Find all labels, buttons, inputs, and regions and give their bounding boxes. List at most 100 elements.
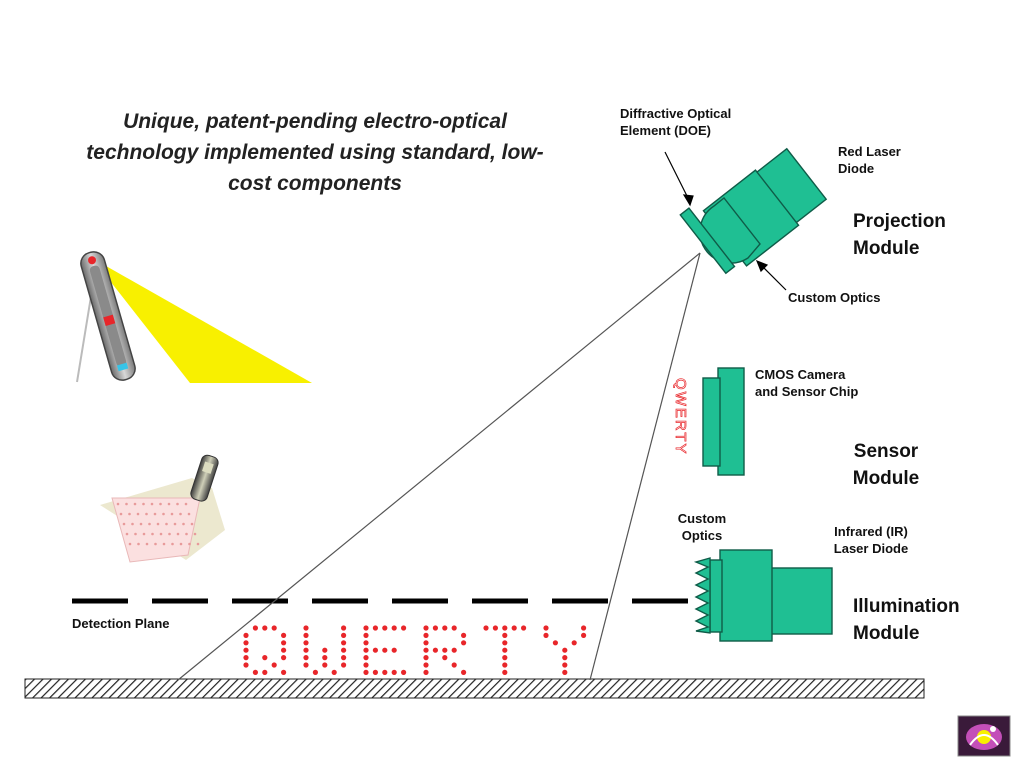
qwerty-dot: [303, 662, 309, 668]
sensor-chip-block: [702, 377, 721, 467]
qwerty-dot: [281, 632, 287, 639]
qwerty-dot: [511, 625, 517, 631]
qwerty-dot: [562, 647, 568, 653]
qwerty-dot: [303, 640, 309, 646]
qwerty-dot: [442, 647, 448, 653]
qwerty-dot: [243, 662, 249, 668]
qwerty-dot: [363, 647, 369, 653]
qwerty-dot: [423, 647, 429, 653]
qwerty-dot: [331, 669, 337, 676]
qwerty-dot: [262, 625, 268, 631]
heading-line-2: technology implemented using standard, l…: [86, 141, 544, 164]
keyboard-dot: [187, 512, 191, 516]
keyboard-dot: [150, 502, 154, 506]
custom-optics-top-text: Custom Optics: [788, 290, 881, 305]
keyboard-dot: [142, 502, 145, 506]
keyboard-dot: [159, 532, 163, 536]
cmos-label-line-2: and Sensor Chip: [755, 384, 859, 399]
qwerty-dot: [423, 625, 429, 631]
keyboard-dot: [196, 542, 200, 546]
qwerty-dot: [252, 625, 258, 631]
keyboard-dot: [173, 522, 177, 526]
qwerty-dot: [281, 647, 287, 653]
doe-label-line-1: Diffractive Optical: [620, 106, 732, 121]
keyboard-dot: [176, 532, 180, 536]
qwerty-dot: [281, 655, 287, 661]
projection-cone: [177, 252, 701, 681]
qwerty-dot: [281, 669, 287, 676]
doe-label-line-2: Element (DOE): [620, 123, 712, 138]
cmos-label: CMOS Camera and Sensor Chip: [755, 366, 858, 400]
qwerty-dot: [372, 625, 378, 631]
qwerty-dot: [391, 647, 397, 653]
qwerty-dot: [581, 632, 587, 639]
qwerty-dot: [432, 647, 438, 653]
qwerty-dot: [243, 647, 249, 653]
qwerty-dot: [442, 625, 448, 631]
keyboard-dot: [125, 502, 128, 506]
qwerty-dot: [363, 640, 369, 646]
keyboard-dot: [162, 512, 165, 516]
keyboard-dot: [128, 542, 132, 546]
qwerty-dot: [521, 625, 527, 631]
keyboard-dot: [184, 502, 188, 506]
qwerty-dot: [571, 640, 577, 646]
qwerty-dot: [451, 662, 457, 668]
projection-module-line-2: Module: [853, 238, 920, 259]
qwerty-dot: [543, 625, 549, 631]
illumination-base: [709, 559, 723, 633]
qwerty-dot: [341, 632, 347, 639]
qwerty-dot: [391, 625, 397, 631]
qwerty-dot: [502, 669, 508, 676]
illumination-module: [693, 549, 833, 642]
illumination-optics-comb: [693, 557, 711, 634]
qwerty-dot: [262, 669, 268, 676]
illumination-module-line-2: Module: [853, 623, 920, 644]
qwerty-dot: [423, 662, 429, 668]
keyboard-dot: [131, 522, 134, 526]
projection-module: [679, 147, 828, 275]
qwerty-dot: [543, 632, 549, 639]
qwerty-dot: [552, 640, 559, 646]
qwerty-dot: [363, 632, 369, 639]
qwerty-dot: [423, 655, 429, 661]
qwerty-dot: [562, 669, 568, 676]
qwerty-dot: [322, 662, 328, 668]
qwerty-dot: [401, 625, 407, 631]
qwerty-dot: [423, 632, 429, 639]
keyboard-dot: [128, 512, 131, 516]
qwerty-dot: [382, 625, 388, 631]
keyboard-dot: [145, 542, 149, 546]
keyboard-dot: [162, 542, 166, 546]
qwerty-dot: [271, 625, 277, 631]
keyboard-dot: [193, 532, 197, 536]
heading-text: Unique, patent-pending electro-optical t…: [20, 106, 610, 199]
keyboard-dot: [170, 512, 174, 516]
keyboard-dot: [176, 502, 179, 506]
qwerty-dot: [312, 669, 318, 676]
qwerty-dot: [322, 647, 328, 653]
qwerty-dot: [502, 647, 508, 653]
qwerty-dot: [341, 640, 347, 646]
qwerty-dot: [432, 625, 438, 631]
heading-line-1: Unique, patent-pending electro-optical: [123, 110, 507, 133]
qwerty-dot: [262, 655, 268, 661]
keyboard-dot: [156, 522, 160, 526]
qwerty-dot: [451, 647, 457, 653]
qwerty-dot: [423, 640, 429, 646]
keyboard-dot: [185, 532, 188, 536]
keyboard-dot: [125, 532, 129, 536]
keyboard-dot: [119, 512, 123, 516]
ir-laser-label-line-2: Laser Diode: [833, 541, 909, 556]
qwerty-dot: [502, 655, 508, 661]
projection-module-label: Projection Module: [853, 208, 946, 262]
qwerty-dot: [461, 632, 467, 639]
keyboard-dot: [179, 542, 183, 546]
sensor-module-line-2: Module: [852, 468, 920, 489]
phone-keyboard-icon: [100, 454, 225, 563]
qwerty-dot: [281, 640, 287, 646]
doe-pointer-arrow: [664, 151, 694, 207]
qwerty-dot: [423, 669, 429, 676]
qwerty-dot: [363, 662, 369, 668]
qwerty-dot: [461, 640, 467, 646]
